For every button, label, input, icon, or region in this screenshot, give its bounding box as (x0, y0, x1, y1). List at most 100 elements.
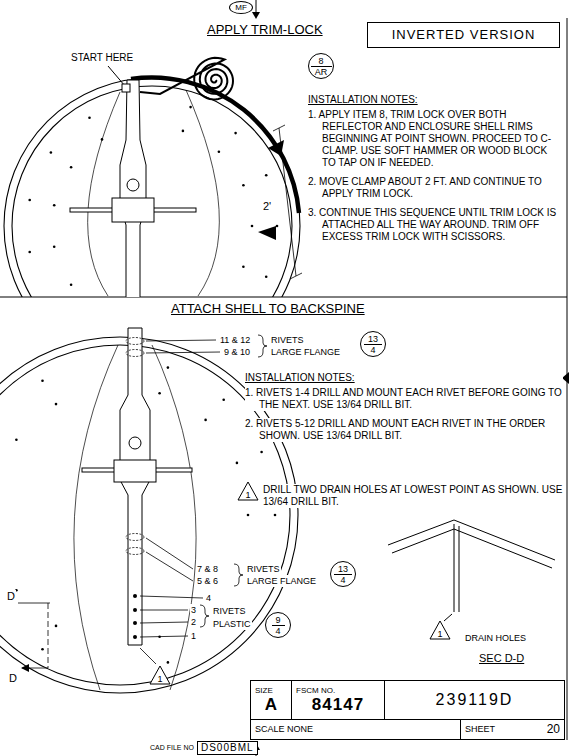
note-number: 1 (237, 490, 259, 500)
rivet-number: 2 (190, 616, 197, 628)
field-name: FSCM NO. (296, 686, 335, 695)
note-flag: 1 (237, 481, 259, 501)
rivet-dot (50, 151, 53, 154)
drain-note: DRILL TWO DRAIN HOLES AT LOWEST POINT AS… (262, 484, 564, 508)
drawing-number: 239119D (384, 680, 565, 720)
field-name: SIZE (255, 686, 273, 695)
rivet-dot (158, 392, 161, 395)
rivet-dot (204, 419, 207, 422)
rivet-dot (28, 251, 31, 254)
rivet-dot (41, 648, 44, 651)
cad-file-box: CAD FILE NODS00BML (150, 741, 258, 755)
title-block-cell: SCALE NONE (250, 719, 461, 740)
callout-number: 4 (368, 345, 377, 355)
rivet-dot (274, 514, 277, 517)
rivet-number: 4 (205, 592, 212, 604)
start-label: START HERE (70, 52, 134, 64)
callout-number: 4 (273, 626, 282, 636)
field-value: A (265, 695, 277, 715)
part-name: DRAIN HOLES (464, 632, 527, 644)
rivet-dot (222, 399, 225, 402)
rivet-numbers: 11 & 12 (219, 334, 251, 346)
notes-block: INSTALLATION NOTES: 1. APPLY ITEM 8, TRIM… (308, 94, 563, 250)
leader-lines (18, 335, 267, 668)
installation-note: 1. RIVETS 1-4 DRILL AND MOUNT EACH RIVET… (245, 387, 563, 411)
title-block-cell: SIZEA (250, 680, 292, 720)
rivet-dot (88, 116, 91, 119)
part-name: PLASTIC (212, 618, 252, 630)
field-value: MF (235, 3, 247, 12)
rivet-dot (41, 380, 44, 383)
part-name: LARGE FLANGE (270, 346, 341, 358)
center-mark (562, 372, 569, 384)
rivet-dot (70, 284, 73, 287)
note-number: 1 (149, 674, 171, 684)
installation-note: 2. RIVETS 5-12 DRILL AND MOUNT EACH RIVE… (245, 418, 563, 442)
rivet-dot (218, 150, 221, 153)
rivet-dot (55, 403, 58, 406)
notes-block: INSTALLATION NOTES:1. RIVETS 1-4 DRILL A… (245, 372, 563, 449)
rivet-dot (53, 246, 56, 249)
rivet-number: 3 (190, 604, 197, 616)
field-value: INVERTED VERSION (392, 28, 536, 43)
rivet-dot (251, 225, 254, 228)
installation-note: 3. CONTINUE THIS SEQUENCE UNTIL TRIM LOC… (308, 207, 563, 243)
trim-lock (131, 78, 299, 213)
section-heading: ATTACH SHELL TO BACKSPINE (170, 303, 366, 315)
section-heading: APPLY TRIM-LOCK (206, 24, 324, 36)
rivet-dot (265, 276, 268, 279)
item-callout: 134 (330, 561, 356, 587)
callout-number: 9 (272, 615, 285, 626)
rivet-dot (242, 265, 245, 268)
triangle-outline (150, 666, 170, 684)
part-name: RIVETS (246, 563, 281, 575)
item-callout: 8AR (308, 53, 334, 79)
field-name: SHEET (465, 724, 495, 734)
part-name: RIVETS (212, 605, 247, 617)
field-name: CAD FILE NO (150, 744, 194, 752)
section-letter: D (6, 590, 16, 602)
file-number: DS00BML (197, 741, 258, 755)
callout-number: 13 (364, 334, 382, 345)
field-value: 20 (547, 723, 560, 737)
note-flag: 1 (149, 665, 171, 685)
rivet-dot (55, 625, 58, 628)
rivet-dot (242, 184, 245, 187)
rivet-dot (265, 174, 268, 177)
callout-number: 13 (334, 564, 352, 575)
field-value: SCALE NONE (255, 724, 313, 734)
section-title: SEC D-D (478, 652, 525, 664)
trim-lock-coil (140, 58, 233, 100)
triangle-outline (430, 621, 450, 639)
rivet-dot (15, 439, 18, 442)
callout-number: 4 (338, 575, 347, 585)
reflector-view-top (4, 58, 302, 297)
installation-note: 2. MOVE CLAMP ABOUT 2 FT. AND CONTINUE T… (308, 176, 563, 200)
note-flag: 1 (429, 620, 451, 640)
rivet-dot (28, 199, 31, 202)
field-value: 239119D (436, 691, 514, 709)
notes-heading: INSTALLATION NOTES: (308, 94, 563, 106)
rivet-dot (101, 138, 104, 141)
field-value: 84147 (312, 695, 364, 715)
note-number: 1 (429, 629, 451, 639)
callout-number: AR (313, 67, 330, 77)
installation-note: 1. APPLY ITEM 8, TRIM LOCK OVER BOTH REF… (308, 109, 563, 169)
rivet-dot (189, 106, 192, 109)
section-letter: D (8, 672, 18, 684)
rivet-dot (182, 130, 185, 133)
callout-number: 8 (311, 56, 332, 67)
part-name: LARGE FLANGE (246, 575, 317, 587)
rivet-dot (53, 204, 56, 207)
section-d-d (388, 520, 555, 621)
rivet-dot (70, 166, 73, 169)
rivet-dot (234, 132, 237, 135)
title-block-cell: FSCM NO.84147 (291, 680, 385, 720)
revision-mark: MF (229, 1, 253, 14)
rivet-dot (247, 514, 250, 517)
center-mark (252, 12, 260, 19)
version-box: INVERTED VERSION (367, 22, 560, 48)
rivet-dot (260, 451, 263, 454)
